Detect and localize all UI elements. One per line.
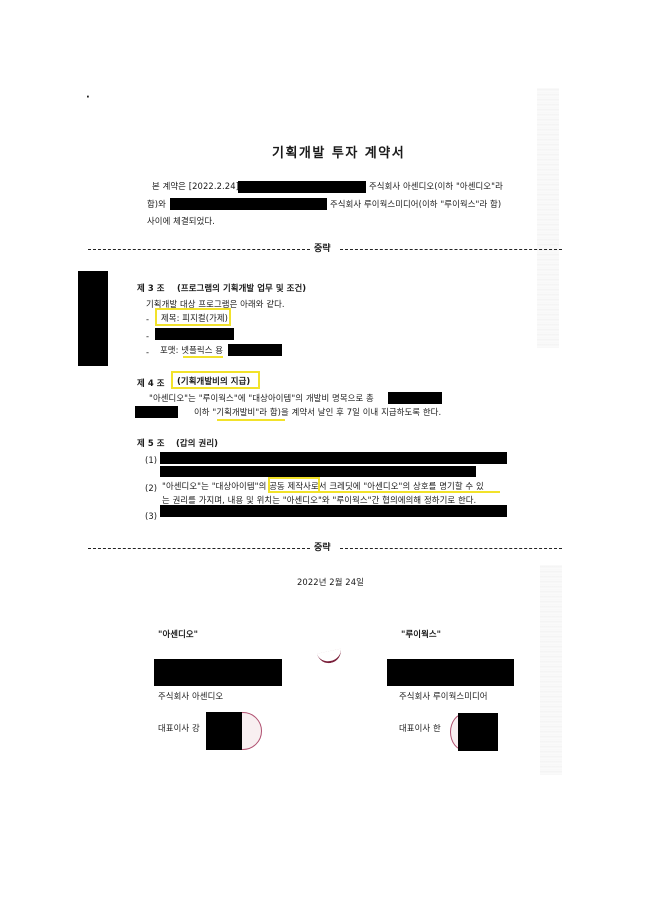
scan-speck: · [86,92,90,103]
article3-item-format: 포맷: 넷플릭스 용 [160,345,224,355]
article5-item-num: (2) [145,483,158,493]
highlight-box [155,308,231,326]
highlight-underline [320,491,500,493]
article4-line1: "아센디오"는 "루이웍스"에 "대상아이템"의 개발비 명목으로 총 [149,393,374,403]
scan-artifact-right-bottom [540,565,562,775]
divider-line-left [88,249,310,250]
party1-company: 주식회사 아센디오 [158,691,224,701]
article3-number: 제 3 조 [137,283,165,293]
highlight-underline [217,419,285,421]
divider-label: 중략 [314,244,331,254]
article3-bullet: - [146,331,150,341]
omission-divider: 중략 [88,243,563,255]
contract-date: 2022년 2월 24일 [297,577,364,587]
redaction-block [155,328,234,340]
article3-bullet: - [146,314,150,324]
redaction-block [388,392,442,404]
divider-line-right [340,548,562,549]
party1-representative: 대표이사 강 [158,723,200,733]
redaction-block [458,713,498,751]
divider-label: 중략 [314,543,331,553]
article5-item2-text-highlight: 공동 제작사 [269,481,311,491]
redaction-block [135,406,178,418]
highlight-box [268,477,320,493]
party2-company: 주식회사 루이웍스미디어 [399,691,488,701]
article4-number: 제 4 조 [137,378,165,388]
seal-mark [317,648,343,666]
party2-representative: 대표이사 한 [399,723,441,733]
redaction-block [154,659,282,686]
divider-line-left [88,548,310,549]
article3-lead: 기획개발 대상 프로그램은 아래와 같다. [146,299,285,309]
scan-artifact-right-top [537,88,559,348]
intro-line3: 사이에 체결되었다. [147,216,215,226]
highlight-box [171,371,260,389]
redaction-block [238,181,366,193]
article5-item2-text-a: "아센디오"는 "대상아이템"의 [162,481,270,491]
article4-title: (기획개발비의 지급) [177,376,251,386]
intro-line2-a: 함)와 [147,199,166,209]
article5-title: (갑의 권리) [176,438,219,448]
article3-item-title: 제목: 피지컬(가제) [161,313,229,323]
intro-line1-b: 주식회사 아센디오(이하 "아센디오"라 [369,181,503,191]
article3-bullet: - [146,347,150,357]
intro-line1-a: 본 계약은 [2022.2.24] [152,181,240,191]
document-title: 기획개발 투자 계약서 [272,146,406,161]
redaction-block [228,344,282,356]
article5-item-num: (3) [145,511,158,521]
redaction-block [160,505,507,517]
redaction-block [170,198,327,210]
party1-alias: "아센디오" [158,629,199,639]
redaction-block [160,452,507,464]
margin-redaction-block [78,271,108,366]
article3-title: (프로그램의 기획개발 업무 및 조건) [177,283,307,293]
intro-line2-b: 주식회사 루이웍스미디어(이하 "루이웍스"라 함) [330,199,502,209]
omission-divider: 중략 [88,542,563,554]
highlight-underline [183,356,223,358]
article5-item-num: (1) [145,455,158,465]
redaction-block [387,659,514,686]
article4-line2: 이하 "기획개발비"라 함)을 계약서 날인 후 7일 이내 지급하도록 한다. [194,407,442,417]
party2-alias: "루이웍스" [401,629,442,639]
article5-item2-line1: "아센디오"는 "대상아이템"의 공동 제작사로서 크레딧에 "아센디오"의 상… [162,480,484,492]
article5-item2-line2: 는 권리를 가지며, 내용 및 위치는 "아센디오"와 "루이웍스"간 협의에의… [162,495,477,505]
article5-number: 제 5 조 [137,438,165,448]
article5-item2-text-b: 로서 크레딧에 "아센디오"의 상호를 명기할 수 있 [310,481,484,491]
redaction-block [160,466,476,477]
redaction-block [206,712,242,750]
divider-line-right [340,249,562,250]
